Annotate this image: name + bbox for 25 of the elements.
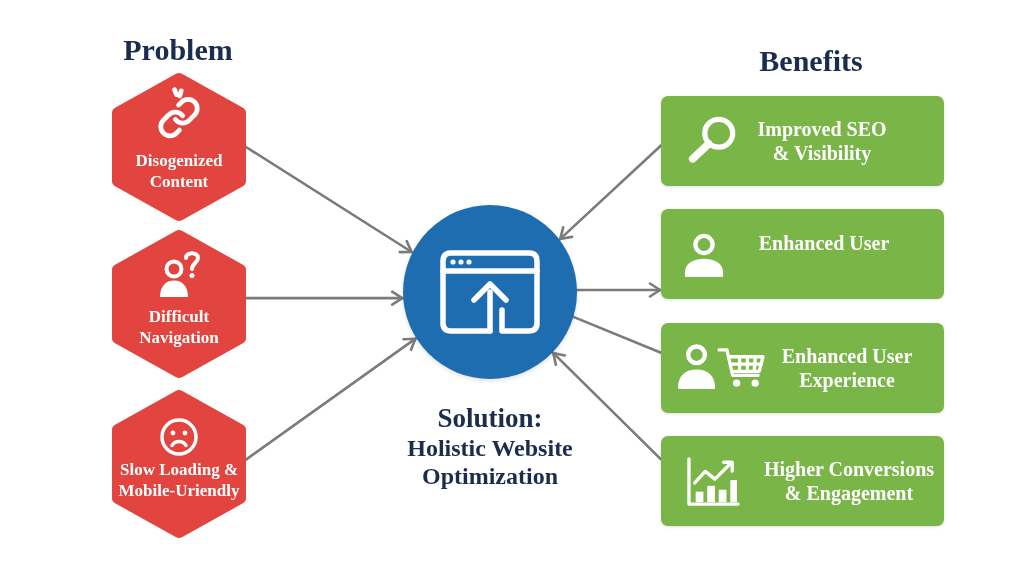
benefit-label: Enhanced User Experience — [780, 344, 914, 392]
arrow — [244, 290, 405, 306]
arrow — [244, 336, 418, 461]
connector-line — [572, 315, 663, 354]
problem-label: Disogenized Content — [134, 150, 224, 192]
arrow — [244, 145, 414, 254]
column-heading: Benefits — [759, 43, 863, 79]
benefit-label: Higher Conversions & Engagement — [762, 457, 936, 505]
benefit-label: Improved SEO & Visibility — [756, 117, 888, 165]
problem-hexagon — [112, 390, 246, 538]
benefit-card — [661, 323, 944, 413]
arrow — [551, 351, 663, 461]
benefit-card — [661, 209, 944, 299]
problem-hexagon — [112, 73, 246, 221]
benefit-card — [661, 436, 944, 526]
column-heading: Problem — [123, 32, 233, 68]
arrow — [575, 282, 663, 298]
problem-hexagon — [112, 230, 246, 378]
problem-label: Slow Loading & Mobile-Uriendly — [117, 459, 241, 501]
benefit-label: Enhanced User — [758, 231, 890, 255]
caption-heading: Solution: — [437, 402, 543, 434]
benefit-card — [661, 96, 944, 186]
arrow — [558, 144, 663, 241]
caption-text: Holistic Website Optimization — [406, 434, 574, 490]
problem-label: Difficult Navigation — [138, 306, 220, 348]
